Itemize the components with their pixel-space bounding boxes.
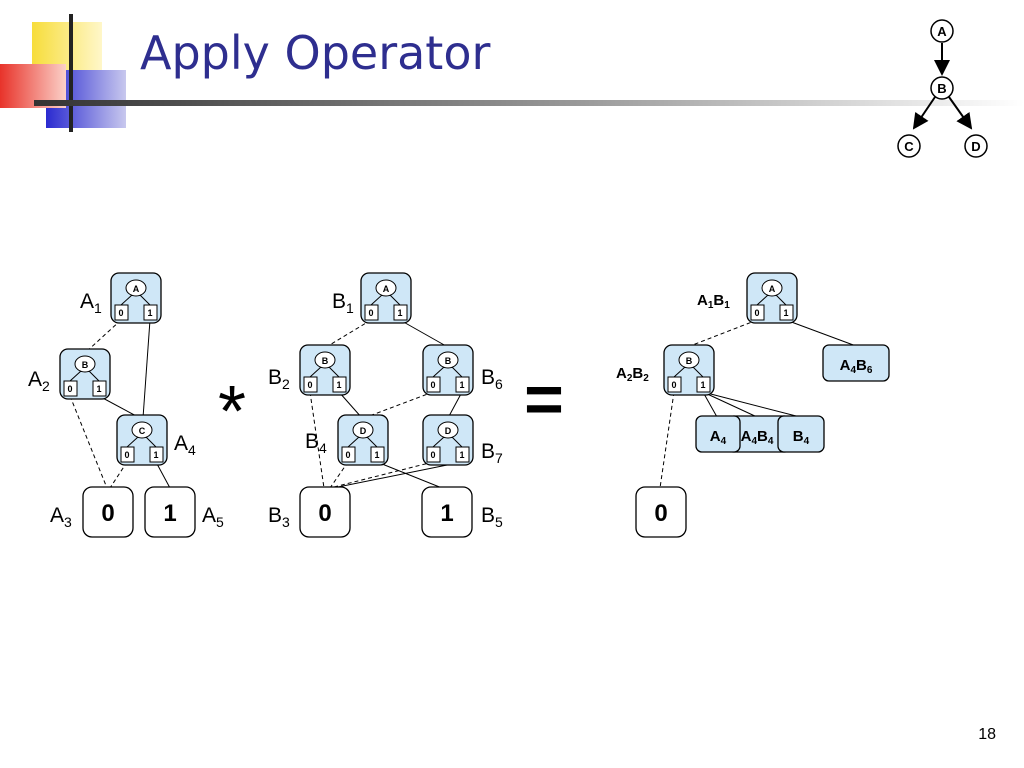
svg-text:0: 0 bbox=[345, 450, 350, 460]
terminal-b5: 1 bbox=[421, 486, 473, 538]
legend-node-a: A bbox=[930, 19, 954, 43]
label-b7: B7 bbox=[481, 440, 503, 466]
bdd-node-r2: B 0 1 bbox=[663, 344, 715, 396]
svg-text:A4B4: A4B4 bbox=[741, 428, 774, 447]
svg-text:0: 0 bbox=[318, 500, 331, 527]
bdd-node-b6: B 0 1 bbox=[422, 344, 474, 396]
svg-text:B: B bbox=[82, 360, 89, 370]
svg-text:B4: B4 bbox=[793, 428, 810, 447]
svg-text:0: 0 bbox=[430, 380, 435, 390]
legend-node-c: C bbox=[897, 134, 921, 158]
slide-title: Apply Operator bbox=[140, 26, 491, 80]
svg-text:1: 1 bbox=[374, 450, 379, 460]
label-r2: A2B2 bbox=[616, 365, 649, 384]
svg-text:0: 0 bbox=[368, 308, 373, 318]
label-r1: A1B1 bbox=[697, 292, 730, 311]
svg-text:A4B6: A4B6 bbox=[840, 357, 873, 376]
svg-text:1: 1 bbox=[459, 380, 464, 390]
svg-text:0: 0 bbox=[430, 450, 435, 460]
terminal-a3: 0 bbox=[82, 486, 134, 538]
svg-text:0: 0 bbox=[754, 308, 759, 318]
title-underline bbox=[34, 100, 1024, 106]
svg-text:D: D bbox=[971, 139, 980, 154]
svg-text:1: 1 bbox=[153, 450, 158, 460]
bdd-node-a4: C 0 1 bbox=[116, 414, 168, 466]
pending-box-a4b4: A4B4 bbox=[727, 415, 791, 453]
svg-text:0: 0 bbox=[67, 384, 72, 394]
pending-box-b4: B4 bbox=[777, 415, 825, 453]
svg-text:A: A bbox=[937, 24, 947, 39]
bdd-node-b4: D 0 1 bbox=[337, 414, 389, 466]
svg-text:B: B bbox=[445, 356, 452, 366]
result-edges bbox=[659, 319, 857, 489]
svg-text:1: 1 bbox=[397, 308, 402, 318]
svg-text:1: 1 bbox=[783, 308, 788, 318]
page-number: 18 bbox=[978, 726, 996, 743]
label-b5: B5 bbox=[481, 504, 503, 530]
label-a2: A2 bbox=[28, 368, 50, 394]
pending-box-a4: A4 bbox=[695, 415, 741, 453]
svg-text:0: 0 bbox=[118, 308, 123, 318]
svg-text:B: B bbox=[686, 356, 693, 366]
slide-decoration bbox=[0, 14, 1024, 132]
deco-vertical-bar bbox=[69, 14, 73, 132]
diagram-b-edges bbox=[309, 319, 463, 489]
svg-text:A: A bbox=[769, 284, 776, 294]
svg-text:1: 1 bbox=[163, 500, 176, 527]
label-b3: B3 bbox=[268, 504, 290, 530]
svg-text:B: B bbox=[322, 356, 329, 366]
svg-text:1: 1 bbox=[96, 384, 101, 394]
legend-node-b: B bbox=[930, 76, 954, 100]
label-b4: B4 bbox=[305, 430, 327, 456]
svg-text:C: C bbox=[904, 139, 914, 154]
svg-text:A4: A4 bbox=[710, 428, 727, 447]
bdd-node-b2: B 0 1 bbox=[299, 344, 351, 396]
label-a1: A1 bbox=[80, 290, 102, 316]
svg-text:D: D bbox=[445, 426, 452, 436]
equals-operator: = bbox=[524, 361, 564, 437]
label-b6: B6 bbox=[481, 366, 503, 392]
bdd-node-a2: B 0 1 bbox=[59, 348, 111, 400]
terminal-a5: 1 bbox=[144, 486, 196, 538]
svg-text:1: 1 bbox=[459, 450, 464, 460]
svg-text:1: 1 bbox=[336, 380, 341, 390]
pending-box-a4b6: A4B6 bbox=[822, 344, 890, 382]
multiply-operator: * bbox=[218, 372, 246, 452]
variable-order-tree: A B C D bbox=[897, 19, 988, 158]
svg-text:0: 0 bbox=[671, 380, 676, 390]
svg-text:B: B bbox=[937, 81, 946, 96]
svg-text:0: 0 bbox=[124, 450, 129, 460]
svg-text:1: 1 bbox=[147, 308, 152, 318]
svg-text:C: C bbox=[139, 426, 146, 436]
svg-text:0: 0 bbox=[101, 500, 114, 527]
svg-text:1: 1 bbox=[700, 380, 705, 390]
svg-text:A: A bbox=[133, 284, 140, 294]
svg-text:1: 1 bbox=[440, 500, 453, 527]
label-a5: A5 bbox=[202, 504, 224, 530]
svg-text:0: 0 bbox=[654, 500, 667, 527]
svg-text:D: D bbox=[360, 426, 367, 436]
terminal-r0: 0 bbox=[635, 486, 687, 538]
legend-node-d: D bbox=[964, 134, 988, 158]
label-a4: A4 bbox=[174, 432, 196, 458]
diagram-a-edges bbox=[69, 319, 171, 489]
label-a3: A3 bbox=[50, 504, 72, 530]
bdd-node-a1: A 0 1 bbox=[110, 272, 162, 324]
label-b1: B1 bbox=[332, 290, 354, 316]
bdd-node-b7: D 0 1 bbox=[422, 414, 474, 466]
svg-text:A: A bbox=[383, 284, 390, 294]
label-b2: B2 bbox=[268, 366, 290, 392]
svg-text:0: 0 bbox=[307, 380, 312, 390]
bdd-node-b1: A 0 1 bbox=[360, 272, 412, 324]
bdd-node-r1: A 0 1 bbox=[746, 272, 798, 324]
terminal-b3: 0 bbox=[299, 486, 351, 538]
